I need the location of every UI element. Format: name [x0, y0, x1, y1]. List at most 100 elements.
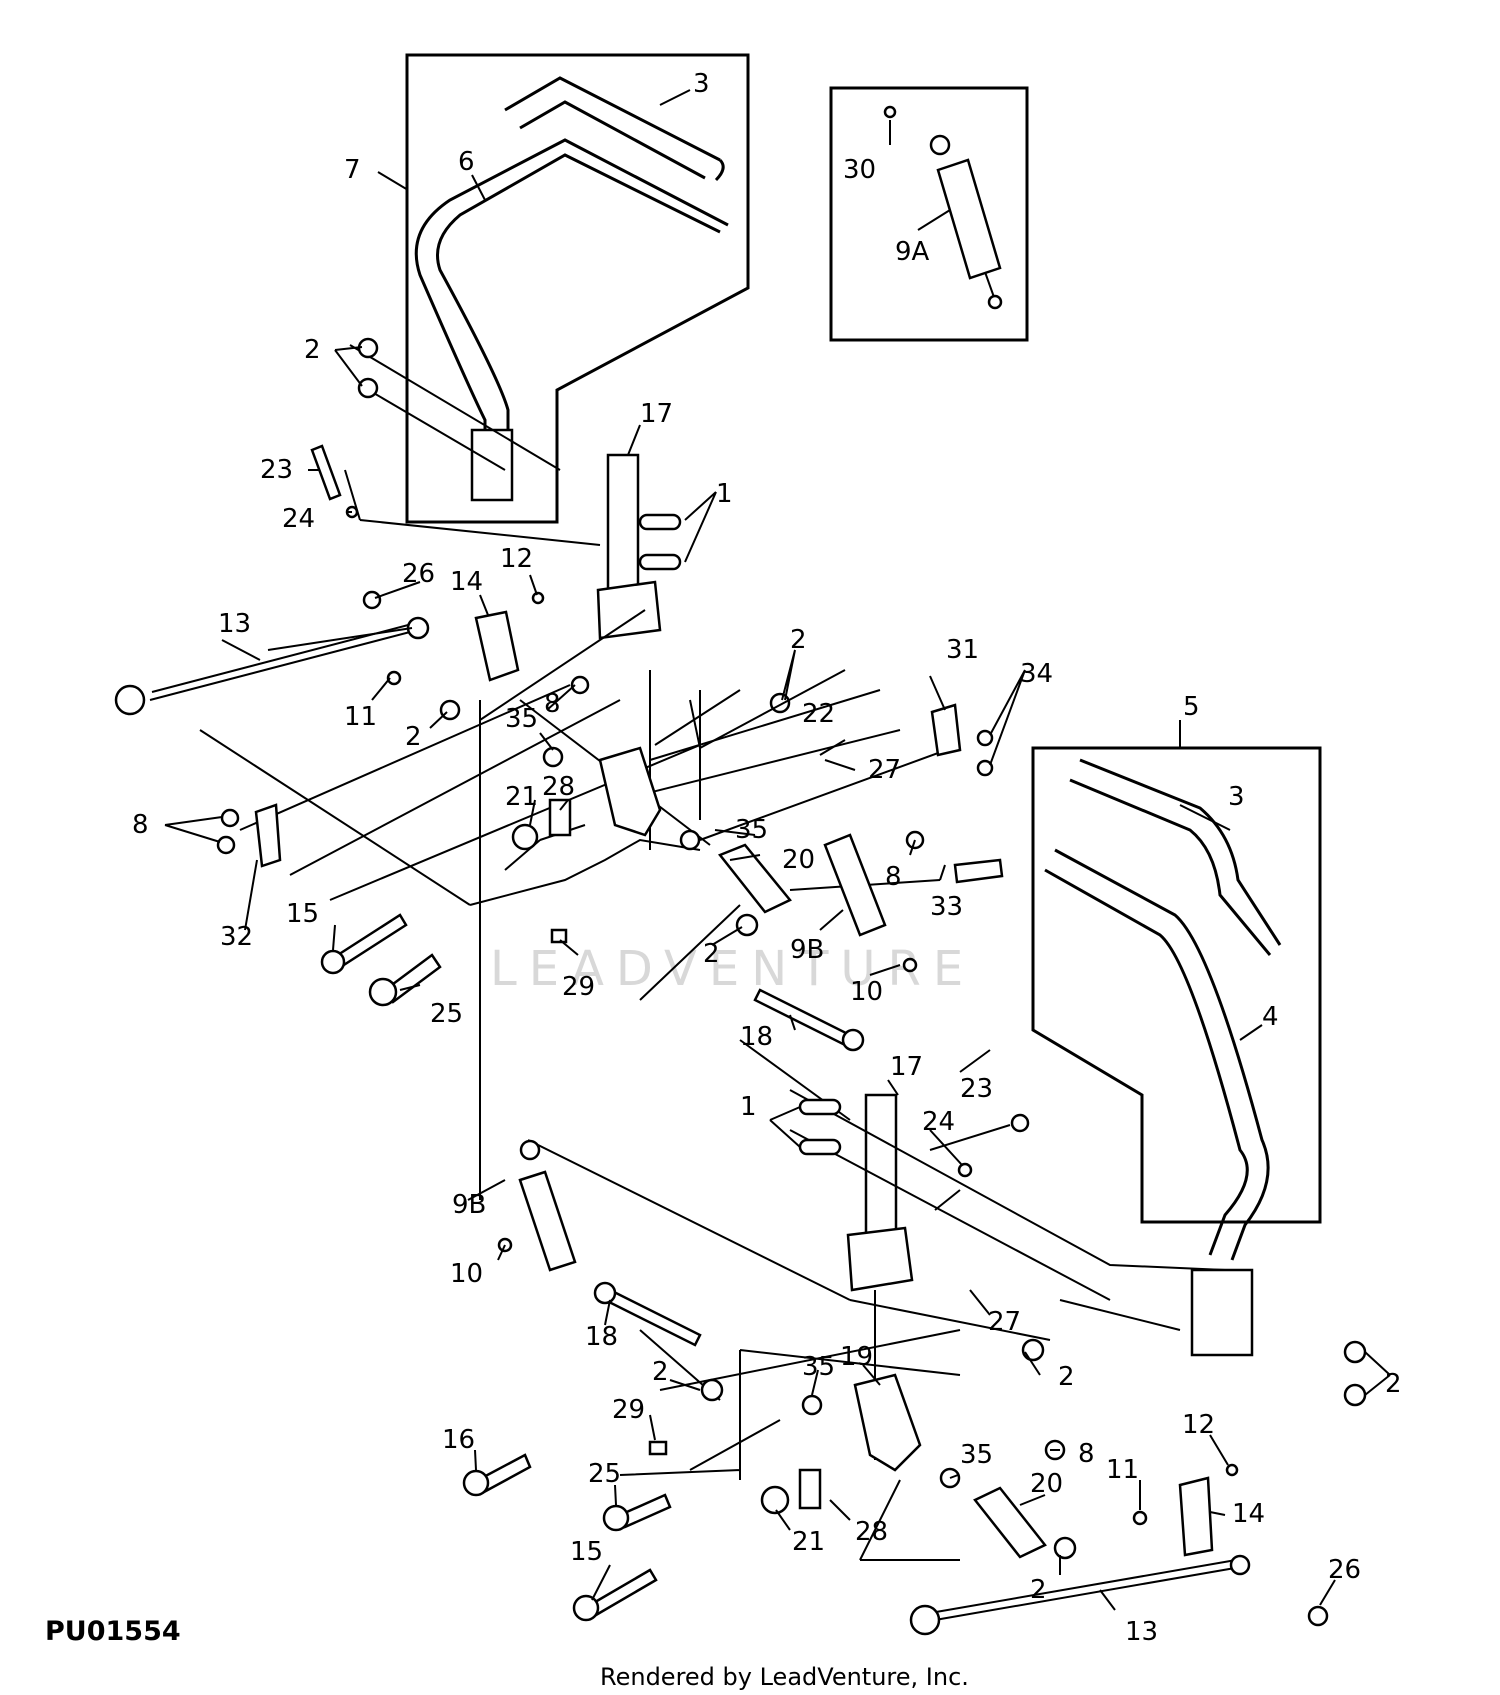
nut-12-upper: [531, 591, 545, 605]
label-3-upper: 3: [693, 69, 710, 99]
label-14-lower: 14: [1232, 1499, 1265, 1529]
clip-10-upper: [902, 957, 918, 973]
label-25-lower: 25: [588, 1459, 621, 1489]
watermark: LEADVENTURE: [490, 941, 975, 997]
spacer-28-lower: [798, 1468, 822, 1510]
pivot-block-19: [853, 1373, 922, 1472]
label-8-lower: 8: [1078, 1439, 1095, 1469]
rod-end-13-lower-right: [1229, 1554, 1251, 1576]
label-8-right: 8: [885, 862, 902, 892]
handle-kit-box-5: [1031, 746, 1322, 1224]
label-21-upper: 21: [505, 782, 538, 812]
nut-2-lower-b: [1021, 1338, 1045, 1362]
nut-12-lower: [1225, 1463, 1239, 1477]
bolt-23-upper: [310, 444, 342, 501]
label-27-lower: 27: [988, 1307, 1021, 1337]
bolt-11-lower: [1132, 1510, 1148, 1526]
pin-1-lower-a: [798, 1098, 842, 1116]
render-credit: Rendered by LeadVenture, Inc.: [600, 1663, 969, 1691]
diagram-code: PU01554: [45, 1616, 181, 1647]
label-35-mid: 35: [735, 815, 768, 845]
pin-1-lower-b: [798, 1138, 842, 1156]
nut-8-mid: [570, 675, 590, 695]
pin-1-upper-b: [638, 553, 682, 571]
bolt-27-upper: [819, 739, 846, 756]
label-35-upper: 35: [505, 704, 538, 734]
label-23-upper: 23: [260, 455, 293, 485]
bracket-14-upper: [474, 610, 520, 682]
label-12-upper: 12: [500, 544, 533, 574]
label-18-upper: 18: [740, 1022, 773, 1052]
label-5: 5: [1183, 692, 1200, 722]
label-22: 22: [802, 699, 835, 729]
spacer-35-upper: [542, 746, 564, 768]
bracket-32: [254, 803, 282, 868]
label-35-lower-b: 35: [960, 1440, 993, 1470]
label-28-lower: 28: [855, 1517, 888, 1547]
label-18-lower: 18: [585, 1322, 618, 1352]
handle-part-3-right: [1069, 758, 1282, 956]
bolt-15-upper-head: [320, 949, 346, 975]
label-2-lower-right: 2: [1058, 1362, 1075, 1392]
nut-2-lower-mid: [735, 913, 759, 937]
lower-leader-lines: [527, 1089, 1226, 1561]
nut-2-lower-a: [700, 1378, 724, 1402]
label-15-lower: 15: [570, 1537, 603, 1567]
upper-leader-lines: [199, 344, 961, 1200]
bolt-18-upper-head: [841, 1028, 865, 1052]
nut-2-right-b: [1343, 1383, 1367, 1407]
label-2-lower-left: 2: [652, 1357, 669, 1387]
handle-part-3: [504, 76, 725, 182]
label-2-bottom: 2: [1030, 1575, 1047, 1605]
label-2-top: 2: [304, 335, 321, 365]
handle-mount-plate: [470, 428, 514, 502]
key-29-upper: [550, 928, 568, 944]
nut-8-left-b: [216, 835, 236, 855]
gas-spring-ball: [929, 134, 951, 156]
gas-spring-9b-upper: [823, 833, 887, 937]
gas-spring-eye: [987, 294, 1003, 310]
spacer-28-upper: [548, 798, 572, 837]
label-24-lower: 24: [922, 1107, 955, 1137]
label-20-upper: 20: [782, 845, 815, 875]
label-9b-lower: 9B: [452, 1190, 486, 1220]
washer-21-upper: [511, 823, 539, 851]
label-1-lower: 1: [740, 1092, 757, 1122]
label-13-upper: 13: [218, 609, 251, 639]
lift-arm-17-lower-bracket: [846, 1226, 914, 1292]
label-11-upper: 11: [344, 702, 377, 732]
tube-20-lower: [973, 1486, 1047, 1559]
bolt-26-upper: [362, 590, 382, 610]
label-10-upper: 10: [850, 977, 883, 1007]
bolt-15-lower: [588, 1568, 658, 1617]
rod-end-13-upper-left: [114, 684, 146, 716]
label-2-mid-right: 2: [790, 625, 807, 655]
spacer-35-lower-a: [801, 1394, 823, 1416]
gas-spring-9a: [936, 158, 1002, 280]
bolt-33: [953, 858, 1004, 884]
gas-spring-box-9a: [829, 86, 1029, 342]
pin-1-upper-a: [638, 513, 682, 531]
bracket-31: [930, 703, 962, 757]
label-2-far-right: 2: [1385, 1369, 1402, 1399]
pin-34-a: [976, 729, 994, 747]
label-34: 34: [1020, 659, 1053, 689]
label-13-lower: 13: [1125, 1617, 1158, 1647]
nut-8-left-a: [220, 808, 240, 828]
label-19: 19: [840, 1342, 873, 1372]
handle-part-4: [1044, 848, 1270, 1261]
label-8-left: 8: [132, 810, 149, 840]
label-31: 31: [946, 635, 979, 665]
label-35-lower: 35: [802, 1352, 835, 1382]
gas-spring-9b-lower: [518, 1170, 577, 1272]
label-11-lower: 11: [1106, 1455, 1139, 1485]
label-4: 4: [1262, 1002, 1279, 1032]
label-30: 30: [843, 155, 876, 185]
lift-arm-17-upper: [606, 453, 640, 597]
handle-mount-plate-right: [1190, 1268, 1254, 1357]
label-3-right: 3: [1228, 782, 1245, 812]
bolt-26-lower: [1307, 1605, 1329, 1627]
label-29-lower: 29: [612, 1395, 645, 1425]
handle-kit-box-7: [405, 53, 750, 524]
washer-21-lower: [760, 1485, 790, 1515]
